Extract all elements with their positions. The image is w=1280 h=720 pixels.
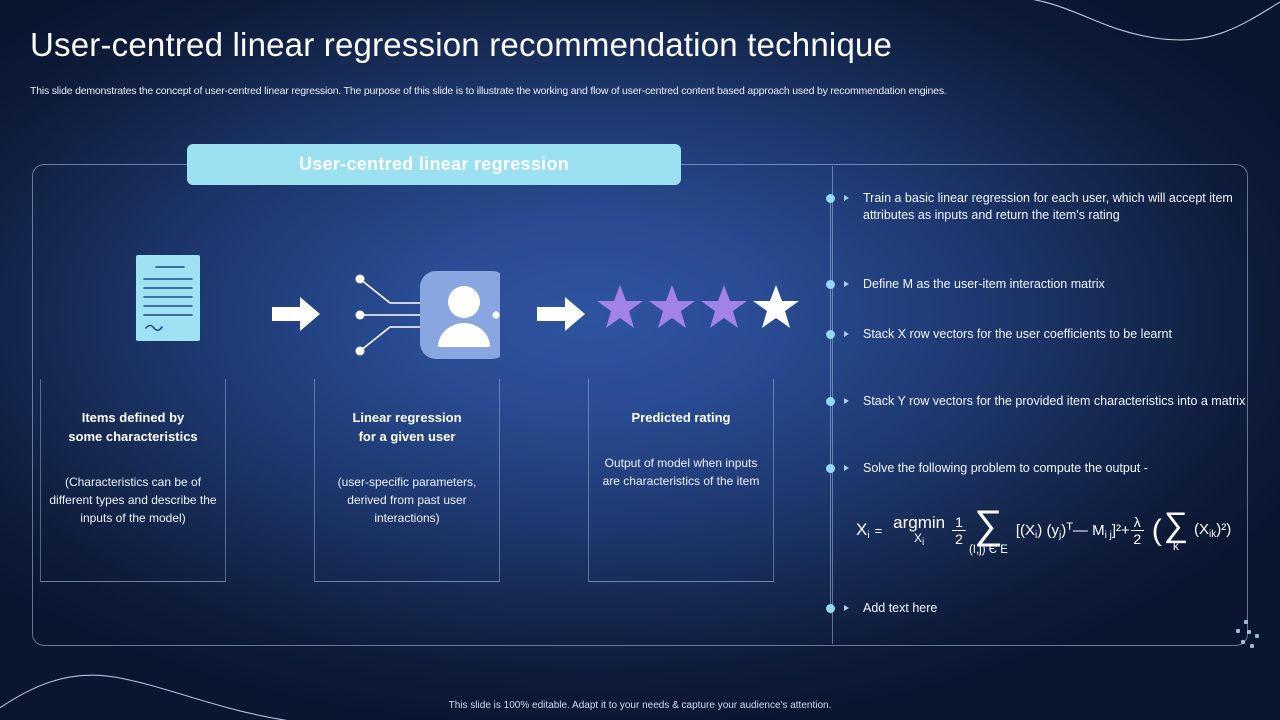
card-gap-2 bbox=[500, 379, 588, 582]
arrow-right-icon-1 bbox=[272, 297, 320, 331]
bullet-arrow-icon bbox=[844, 331, 849, 337]
star-icon-filled-1 bbox=[597, 285, 643, 328]
objective-formula: Xi = argmin Xi 1 2 ∑ (I,j) Є E [(Xi) (yj… bbox=[856, 503, 1232, 556]
formula-open-paren: ( bbox=[1151, 513, 1162, 547]
bullet-dot-icon bbox=[826, 604, 835, 613]
document-icon bbox=[136, 255, 200, 341]
diagram-card-heading: Predicted rating bbox=[631, 410, 731, 425]
diagram-card-body: (user-specific parameters, derived from … bbox=[337, 475, 477, 525]
diagram-card-body: (Characteristics can be of different typ… bbox=[49, 475, 217, 525]
list-item-label: Solve the following problem to compute t… bbox=[863, 461, 1148, 475]
section-banner: User-centred linear regression bbox=[187, 144, 681, 185]
formula-argmin-sub: Xi bbox=[914, 530, 925, 548]
arrow-right-icon-2 bbox=[537, 297, 585, 331]
star-icon-filled-3 bbox=[701, 285, 747, 328]
diagram-card-heading: Items defined by some characteristics bbox=[68, 410, 198, 444]
process-diagram: Items defined by some characteristics (C… bbox=[40, 185, 820, 605]
list-item-label: Define M as the user-item interaction ma… bbox=[863, 277, 1105, 291]
list-item[interactable]: Define M as the user-item interaction ma… bbox=[826, 276, 1246, 293]
formula-half-fraction: 1 2 bbox=[952, 515, 966, 547]
user-network-icon bbox=[355, 271, 500, 359]
page-subtitle: This slide demonstrates the concept of u… bbox=[30, 85, 947, 97]
star-icon-filled-2 bbox=[649, 285, 695, 328]
formula-regularizer-term: (Xik)²) bbox=[1194, 521, 1232, 541]
list-item-label: Train a basic linear regression for each… bbox=[863, 191, 1233, 222]
formula-lambda-fraction: λ 2 bbox=[1130, 515, 1144, 547]
list-item-label: Stack Y row vectors for the provided ite… bbox=[863, 394, 1246, 408]
formula-residual-term: [(Xi) (yj)T— Mi j]² bbox=[1015, 520, 1121, 541]
diagram-card-rating: Predicted rating Output of model when in… bbox=[588, 379, 774, 582]
diagram-card-row: Items defined by some characteristics (C… bbox=[40, 379, 820, 582]
formula-lhs: Xi bbox=[856, 520, 870, 542]
bullet-arrow-icon bbox=[844, 281, 849, 287]
bullet-dot-icon bbox=[826, 194, 835, 203]
card-gap-1 bbox=[226, 379, 314, 582]
bullet-dot-icon bbox=[826, 330, 835, 339]
bullet-arrow-icon bbox=[844, 398, 849, 404]
page-title: User-centred linear regression recommend… bbox=[30, 26, 893, 63]
bullet-dot-icon bbox=[826, 464, 835, 473]
star-icon-empty-4 bbox=[753, 285, 799, 328]
formula-plus: + bbox=[1121, 522, 1130, 540]
formula-argmin: argmin Xi bbox=[893, 512, 946, 548]
bullet-arrow-icon bbox=[844, 465, 849, 471]
footer-note: This slide is 100% editable. Adapt it to… bbox=[448, 700, 832, 711]
bullet-list: Train a basic linear regression for each… bbox=[826, 186, 1246, 626]
section-banner-label: User-centred linear regression bbox=[298, 154, 570, 174]
list-item[interactable]: Solve the following problem to compute t… bbox=[826, 460, 1246, 477]
wave-decoration-top-right bbox=[1032, 0, 1280, 41]
list-item[interactable]: Train a basic linear regression for each… bbox=[826, 190, 1246, 224]
diagram-card-regression: Linear regression for a given user (user… bbox=[314, 379, 500, 582]
list-item[interactable]: Add text here bbox=[826, 600, 1246, 617]
bullet-arrow-icon bbox=[844, 195, 849, 201]
list-item[interactable]: Stack Y row vectors for the provided ite… bbox=[826, 393, 1246, 410]
list-item-label: Add text here bbox=[863, 601, 938, 615]
formula-equals: = bbox=[874, 523, 883, 539]
bullet-arrow-icon bbox=[844, 605, 849, 611]
list-item-label: Stack X row vectors for the user coeffic… bbox=[863, 327, 1172, 341]
star-rating-icon bbox=[596, 283, 800, 331]
bullet-dot-icon bbox=[826, 397, 835, 406]
diagram-card-heading: Linear regression for a given user bbox=[352, 410, 462, 444]
formula-sigma-2: ∑ k bbox=[1163, 505, 1189, 554]
bullet-dot-icon bbox=[826, 280, 835, 289]
diagram-card-body: Output of model when inputs are characte… bbox=[602, 456, 760, 488]
diagram-icon-row bbox=[40, 255, 820, 365]
diagram-card-items: Items defined by some characteristics (C… bbox=[40, 379, 226, 582]
list-item[interactable]: Stack X row vectors for the user coeffic… bbox=[826, 326, 1246, 343]
formula-sigma-1: ∑ (I,j) Є E bbox=[968, 503, 1008, 556]
